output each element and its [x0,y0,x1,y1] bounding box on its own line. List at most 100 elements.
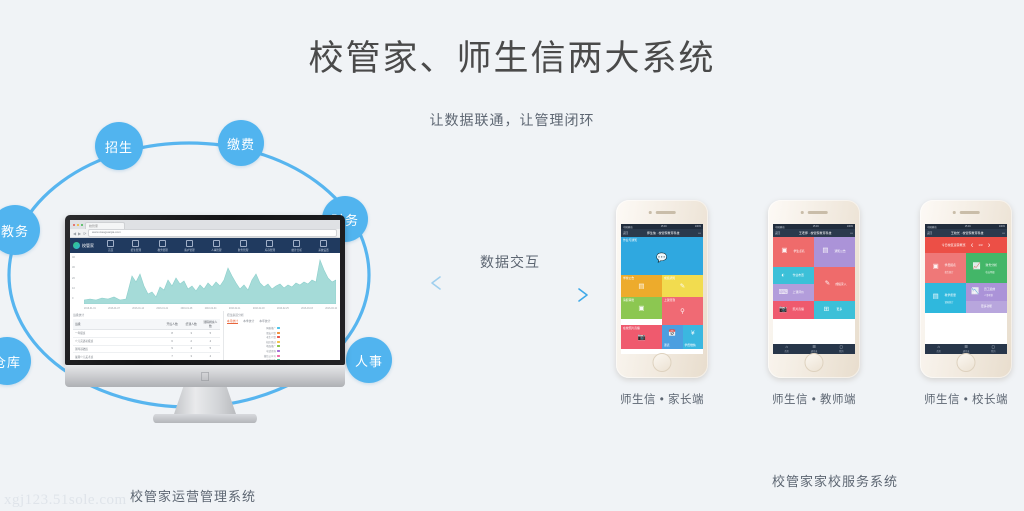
phone-parent: 中国移动 15:46 100% 返回 师生信 · 校管家教育科技 ••• 作业与… [616,200,708,378]
table-row[interactable]: 暑期少儿美术班 7 3 4 [73,352,220,360]
left-system-label: 校管家运营管理系统 [130,489,257,504]
data-exchange-indicator: 数据交互 [430,252,590,310]
pie-tab-year[interactable]: 本年统计 [259,319,271,323]
battery-label: 100% [694,225,701,228]
tile-label: 成绩通知 [664,276,676,280]
tile-more[interactable]: 更多功能 [966,301,1007,313]
table-row[interactable]: 一年级班 8 3 5 [73,329,220,338]
tile-finance[interactable]: 📈 财务分析 收支明细 [966,253,1007,283]
cell-open: 9 [162,345,182,354]
legend-item: 户外广告 [264,358,281,360]
bidirectional-arrows [431,276,588,302]
ring-node-zhaosheng[interactable]: 招生 [95,122,143,170]
bottom-tab-bar: ⌂ 首页 ☰ 通讯录 ◻ 我的 [773,344,855,354]
home-button[interactable] [804,353,824,372]
tab-home[interactable]: ⌂ 首页 [773,344,800,353]
table-row[interactable]: 钢琴基础班 9 4 5 [73,345,220,354]
nav-item[interactable]: 教务管理 [157,239,168,252]
cell-left: 5 [200,329,220,338]
tile-homework-assign[interactable]: ◐ 作业布置 [773,267,814,284]
tile-enrollment[interactable]: ▣ 学员报名 招生统计 [925,253,966,283]
app-title-bar: 返回 王老师 · 校管家教育科技 ••• [773,229,855,237]
tile-notice[interactable]: ▤ 通知公告 [814,237,855,267]
more-icon[interactable]: ••• [1002,231,1005,235]
more-icon: ⊞ [823,305,830,313]
back-button[interactable]: 返回 [623,232,629,235]
camera-icon: 📷 [779,305,788,313]
tile-more[interactable]: ⊞ 更多 [814,301,855,319]
earpiece-icon [807,211,828,214]
tile-photo-live[interactable]: 在校照片直播 📷 [621,325,662,349]
nav-item[interactable]: 财务管理 [238,239,248,252]
tab-profile[interactable]: ◻ 我的 [980,344,1007,353]
tile-performance[interactable]: 📉 员工绩效 人事考勤 [966,283,1007,301]
tile-schedule[interactable]: 📅 课表 [662,325,683,349]
homework-icon: ◐ [781,271,786,279]
more-icon[interactable]: ••• [698,231,701,235]
tile-sublabel: 招生统计 [944,271,954,274]
tab-profile[interactable]: ◻ 我的 [828,344,855,353]
check-in-icon: ⚲ [680,308,685,316]
url-input[interactable]: www.xiaoguanjia.com [88,229,337,237]
nav-item[interactable]: 首页 [107,239,115,252]
home-button[interactable] [652,353,672,372]
app-title-bar: 返回 王校长 · 校管家教育科技 ••• [925,229,1007,237]
tile-leave-approval[interactable]: 请假审批 ▣ [621,297,662,319]
nav-item[interactable]: 人事管理 [211,239,221,252]
pie-caption: 招生渠道分析 [226,313,244,317]
nav-item-label: 库存管理 [264,248,276,252]
more-icon[interactable]: ••• [850,231,853,235]
overview-banner[interactable]: 今日校区运营概览 ❮ 1/3 ❯ [925,237,1007,253]
ring-node-renshi[interactable]: 人事 [346,337,392,383]
nav-item[interactable]: 客户管理 [184,239,195,252]
ring-node-label: 人事 [354,353,383,369]
browser-tab[interactable]: 校管家 [85,222,125,229]
app-title-bar: 返回 师生信 · 校管家教育科技 ••• [621,229,703,237]
inventory-icon [266,239,274,247]
prev-arrow-icon[interactable]: ❮ [970,243,974,247]
app-logo-text: 校管家 [82,242,94,248]
tile-grade-notice[interactable]: 成绩通知 ✎ [662,275,703,297]
monitor-chin:  [65,365,345,387]
cell-class: 少儿英语初级班 [73,337,163,346]
back-button[interactable]: 返回 [775,232,781,235]
tile-photo-live[interactable]: 📷 照片直播 [773,301,814,319]
ring-node-jiaowu[interactable]: 教务 [0,205,40,255]
next-arrow-icon[interactable]: ❯ [987,243,991,247]
pie-tab-month[interactable]: 本月统计 [226,319,239,324]
nav-item[interactable]: 统计分析 [292,239,302,252]
tile-homework-notice[interactable]: 作业与通知 💬 [621,237,703,275]
column-header: 结课人数 [181,319,201,330]
tile-class-checkin[interactable]: 上课签到 ⚲ [662,297,703,325]
tab-home[interactable]: ⌂ 首页 [925,344,952,353]
phone-speaker [648,211,676,214]
tile-label: 更多 [836,307,843,312]
tile-school-announcement[interactable]: 学校公告 ▤ [621,275,662,297]
clock-label: 15:46 [964,225,971,228]
calendar-check-icon: ▣ [638,304,645,312]
tile-tuition-payment[interactable]: ¥ 学费缴纳 [682,325,703,349]
nav-item[interactable]: 系统设置 [318,239,329,252]
tab-label: 通讯录 [963,349,970,353]
tile-score-entry[interactable]: ✎ 成绩录入 [814,267,855,301]
back-icon[interactable]: ◀ [73,230,77,236]
monitor-stand-neck [173,387,237,417]
tile-teaching-quality[interactable]: ▤ 教学质量 课耗统计 [925,283,966,313]
tile-label: 课表 [664,342,670,347]
nav-item[interactable]: 库存管理 [264,239,276,252]
x-tick: 2016-01-14 [132,308,145,310]
ring-node-jiaofei[interactable]: 缴费 [218,120,264,166]
tile-class-rating[interactable]: ⌨ 上课评价 [773,284,814,301]
tab-contacts[interactable]: ☰ 通讯录 [952,344,979,353]
legend-item: 电话咨询 [264,349,281,353]
nav-item[interactable]: 招生管理 [131,239,141,252]
home-button[interactable] [956,353,976,372]
tab-contacts[interactable]: ☰ 通讯录 [800,344,827,353]
forward-icon[interactable]: ▶ [78,230,82,236]
tile-student-rollcall[interactable]: ▣ 学生点名 [773,237,814,267]
reload-icon[interactable]: ⟳ [83,230,87,236]
back-button[interactable]: 返回 [927,232,933,235]
pie-tab-quarter[interactable]: 本季统计 [243,319,255,323]
tile-label: 作业布置 [792,272,804,277]
table-row[interactable]: 少儿英语初级班 6 2 4 [73,337,220,346]
